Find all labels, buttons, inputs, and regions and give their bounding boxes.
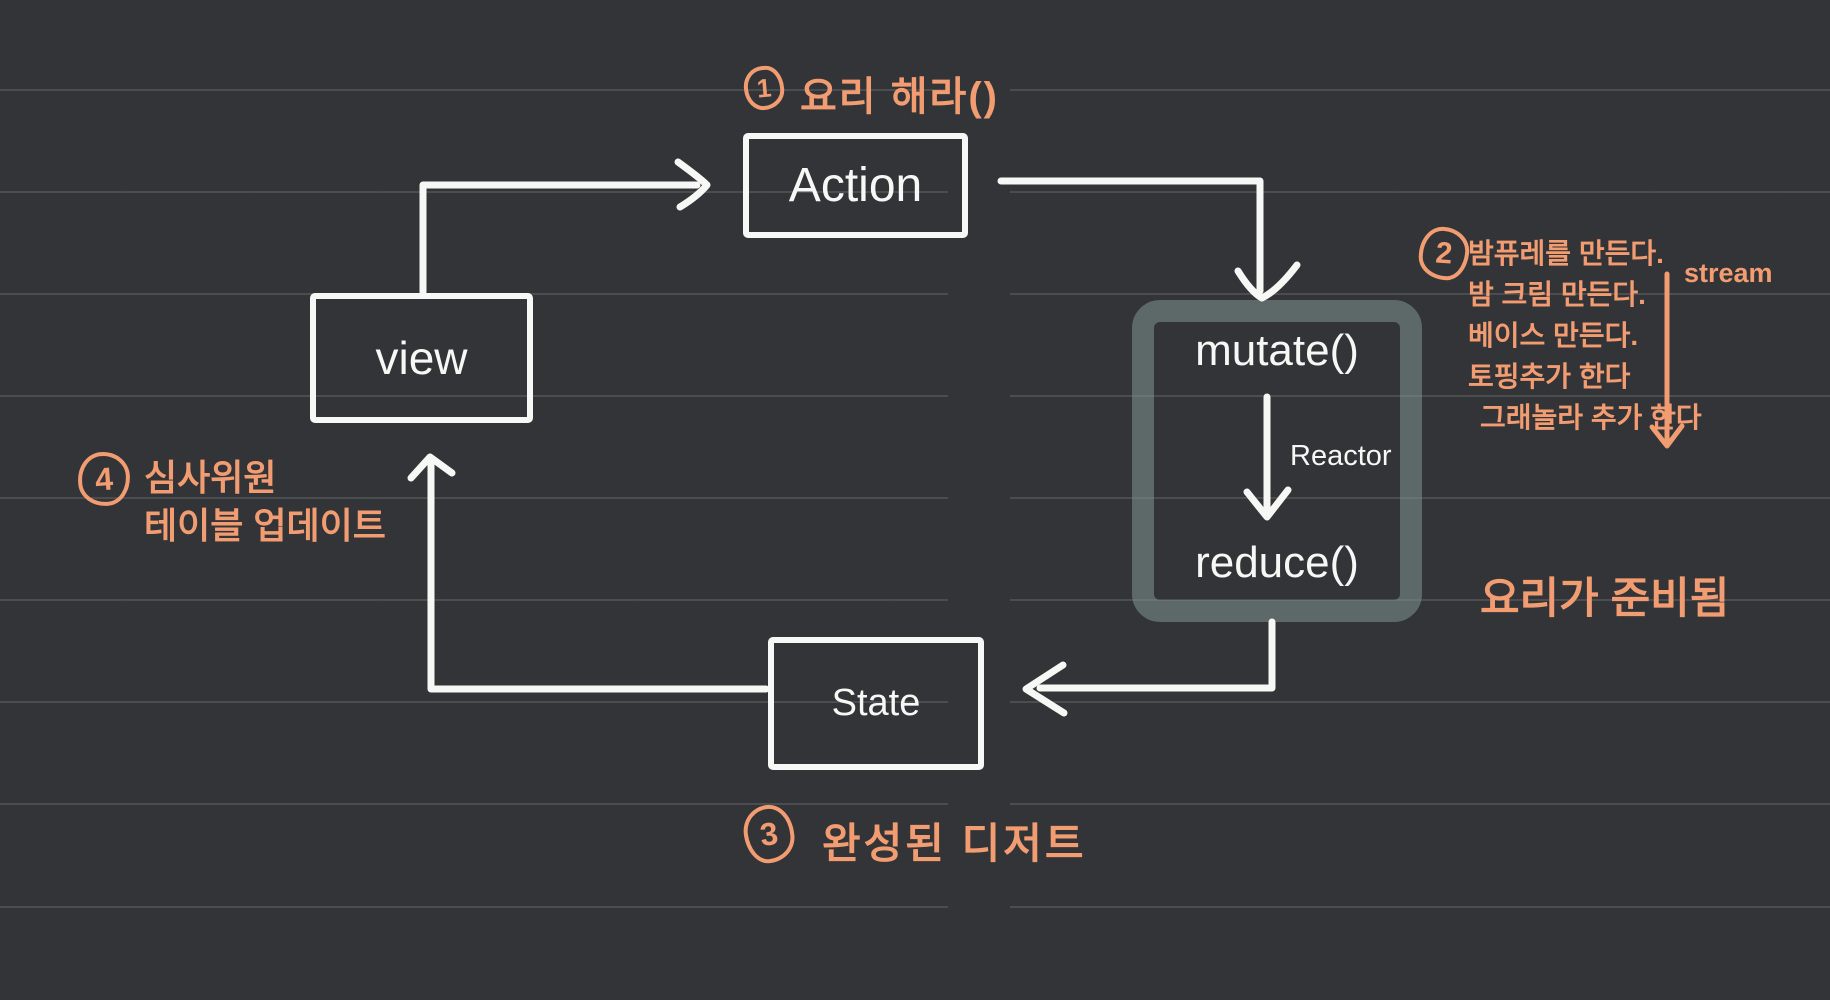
step3-number: 3 [757, 814, 780, 853]
ready-label: 요리가 준비됨 [1480, 575, 1730, 623]
action-box: Action [743, 133, 968, 238]
step2-item: 그래놀라 추가 한다 [1480, 402, 1702, 433]
state-label: State [831, 682, 921, 724]
reactor-label: Reactor [1290, 440, 1392, 472]
step2-list: 밤퓨레를 만든다. 밤 크림 만든다. 베이스 만든다. 토핑추가 한다 그래놀… [1468, 233, 1702, 438]
stream-label: stream [1684, 258, 1773, 288]
state-box: State [768, 637, 984, 770]
reduce-label: reduce() [1195, 538, 1359, 587]
gridline [0, 803, 1830, 805]
arrow-action-to-mutate [997, 177, 1301, 302]
step2-item: 베이스 만든다. [1468, 320, 1639, 351]
arrow-state-to-view [407, 453, 770, 693]
step4-line2: 테이블 업데이트 [144, 505, 386, 546]
arrow-view-to-action [419, 158, 711, 296]
stream-arrow [1649, 271, 1685, 449]
step2-item: 밤 크림 만든다. [1468, 279, 1646, 310]
step2-item: 밤퓨레를 만든다. [1468, 238, 1664, 269]
gridline [0, 293, 1830, 295]
gridline [0, 906, 1830, 908]
step1-number: 1 [755, 71, 773, 104]
gridline [0, 395, 1830, 397]
gridline [0, 599, 1830, 601]
view-label: view [375, 332, 468, 384]
step3-label: 완성된 디저트 [822, 820, 1087, 867]
arrow-reduce-to-state [1022, 618, 1276, 717]
gridline [0, 497, 1830, 499]
action-label: Action [788, 159, 923, 212]
arrow-mutate-to-reduce [1243, 393, 1292, 521]
mutate-label: mutate() [1195, 326, 1359, 375]
step2-item: 토핑추가 한다 [1468, 361, 1631, 392]
step4-line1: 심사위원 [144, 457, 277, 498]
gridline [0, 701, 1830, 703]
gridline [0, 89, 1830, 91]
reactor-frame [1132, 300, 1422, 622]
step4-number: 4 [93, 459, 115, 498]
view-box: view [310, 293, 533, 423]
step4-label: 심사위원 테이블 업데이트 [144, 454, 386, 550]
step2-number: 2 [1434, 235, 1454, 271]
step1-label: 요리 해라() [800, 75, 999, 119]
gridline [0, 191, 1830, 193]
